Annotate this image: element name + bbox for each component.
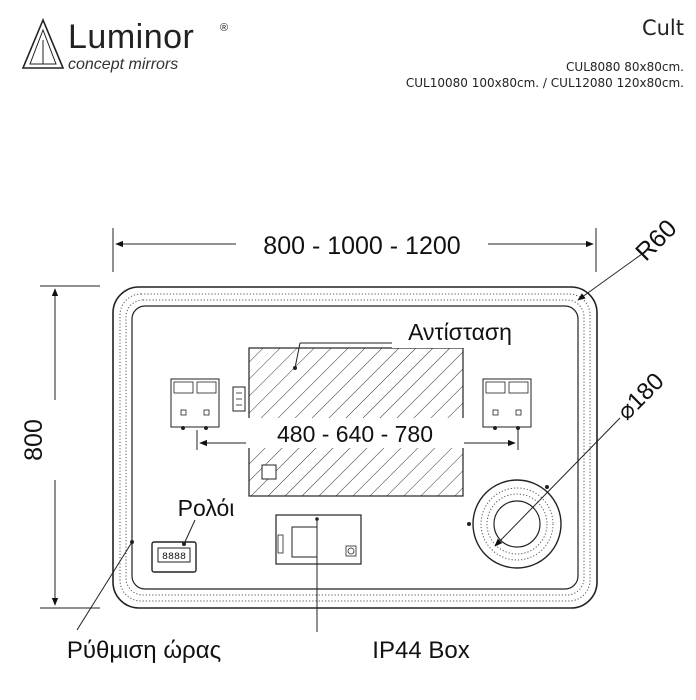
ip44-box-label: IP44 Box xyxy=(372,637,469,664)
mirror-frame xyxy=(112,286,598,609)
time-setting-label: Ρύθμιση ώρας xyxy=(67,637,221,664)
triangle-logo-icon xyxy=(21,17,65,69)
right-connector-block xyxy=(482,378,532,430)
registered-mark: ® xyxy=(220,22,229,34)
width-dimension: 800 - 1000 - 1200 xyxy=(112,228,597,272)
clock-display: 8888 xyxy=(162,552,186,563)
heater-spacing-dimension: 480 - 640 - 780 xyxy=(196,418,519,450)
corner-radius-label: R60 xyxy=(630,214,682,266)
clock: 8888 Ρολόι xyxy=(151,495,235,573)
brand-tagline: concept mirrors xyxy=(68,56,179,73)
ip44-box: IP44 Box xyxy=(275,514,470,664)
brand-name: Luminor xyxy=(68,18,195,56)
magnifier-diameter-label: ⌀180 xyxy=(612,368,670,426)
model-sizes-line-2: CUL10080 100x80cm. / CUL12080 120x80cm. xyxy=(405,76,684,90)
brand-logo: Luminor ® concept mirrors xyxy=(20,16,240,80)
height-dimension-label: 800 xyxy=(20,419,48,461)
left-connector-block xyxy=(170,378,246,430)
corner-radius-callout: R60 xyxy=(577,214,682,301)
model-sizes-line-1: CUL8080 80x80cm. xyxy=(566,60,684,74)
heater-label: Αντίσταση xyxy=(408,319,512,345)
model-name: Cult xyxy=(641,16,684,40)
clock-label: Ρολόι xyxy=(178,495,235,521)
height-dimension: 800 xyxy=(20,285,100,609)
width-dimension-label: 800 - 1000 - 1200 xyxy=(263,232,460,260)
heater-spacing-label: 480 - 640 - 780 xyxy=(277,421,433,447)
time-setting-callout: Ρύθμιση ώρας xyxy=(67,540,221,664)
